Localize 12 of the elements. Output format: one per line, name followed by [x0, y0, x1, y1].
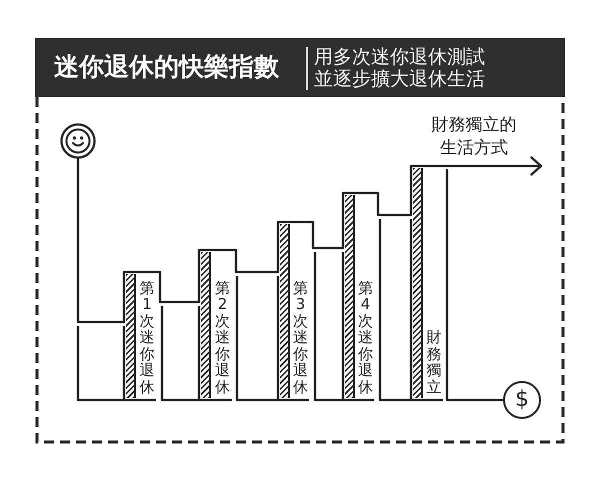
vertical-label: 第1次迷你退休 [140, 280, 154, 395]
title: 迷你退休的快樂指數 [54, 52, 279, 82]
vertical-label: 第2次迷你退休 [215, 280, 230, 395]
connector-line [446, 168, 504, 402]
vertical-label: 第3次迷你退休 [293, 280, 308, 395]
coin-ring [503, 381, 541, 419]
vertical-label: 第4次迷你退休 [358, 280, 373, 395]
staircase-arrow [76, 156, 542, 324]
vertical-label: 財務獨立 [426, 329, 442, 395]
smiley-icon [60, 123, 96, 159]
dollar-sign: $ [515, 389, 529, 411]
subtitle: 用多次迷你退休測試並逐步擴大退休生活 [314, 46, 486, 90]
